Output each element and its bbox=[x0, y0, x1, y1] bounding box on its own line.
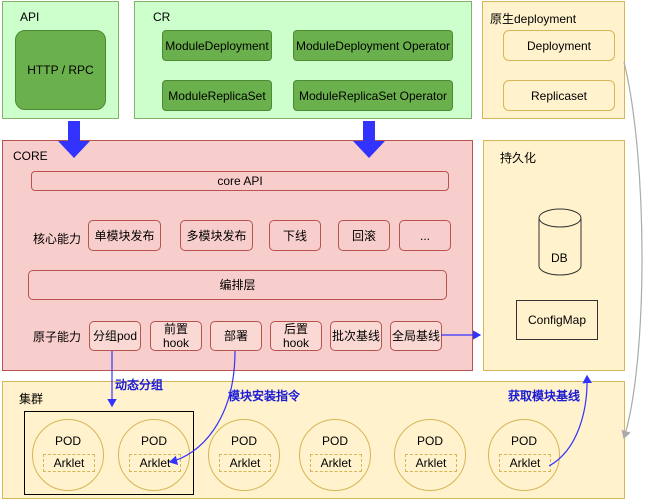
pod-label: POD bbox=[510, 434, 537, 448]
atomic-item-batch-baseline: 批次基线 bbox=[330, 321, 382, 351]
cr-box-moduledeployment: ModuleDeployment bbox=[162, 30, 272, 61]
configmap-label: ConfigMap bbox=[527, 313, 587, 327]
arklet-2: Arklet bbox=[129, 454, 181, 472]
db-label: DB bbox=[551, 251, 568, 265]
arklet-1: Arklet bbox=[43, 454, 95, 472]
persistence-panel: 持久化 DB ConfigMap bbox=[483, 140, 625, 371]
core-item-offline: 下线 bbox=[269, 220, 321, 251]
arklet-4: Arklet bbox=[310, 454, 362, 472]
atomic-item-deploy: 部署 bbox=[210, 321, 262, 351]
arklet-6: Arklet bbox=[499, 454, 551, 472]
core-title: CORE bbox=[13, 149, 48, 163]
core-capability-label: 核心能力 bbox=[33, 232, 82, 246]
cr-box-modulereplicaset: ModuleReplicaSet bbox=[162, 80, 272, 111]
orchestration-layer: 编排层 bbox=[28, 270, 447, 300]
native-to-cluster-arrow bbox=[621, 61, 643, 440]
pod-3: POD Arklet bbox=[208, 419, 280, 491]
pod-4: POD Arklet bbox=[299, 419, 371, 491]
native-deployment-title: 原生deployment bbox=[490, 12, 577, 26]
core-panel: CORE core API 核心能力 单模块发布 多模块发布 下线 回滚 ...… bbox=[2, 140, 473, 371]
cr-box-modulereplicaset-operator: ModuleReplicaSet Operator bbox=[293, 80, 453, 111]
core-item-rollback: 回滚 bbox=[338, 220, 390, 251]
deployment-box: Deployment bbox=[503, 30, 615, 61]
dynamic-group-annotation: 动态分组 bbox=[115, 378, 164, 392]
pod-1: POD Arklet bbox=[32, 419, 104, 491]
atomic-item-global-baseline: 全局基线 bbox=[390, 321, 442, 351]
pod-2: POD Arklet bbox=[118, 419, 190, 491]
pod-label: POD bbox=[416, 434, 443, 448]
replicaset-box: Replicaset bbox=[503, 80, 615, 111]
pod-label: POD bbox=[230, 434, 257, 448]
api-title: API bbox=[20, 10, 40, 24]
pod-label: POD bbox=[54, 434, 81, 448]
install-cmd-annotation: 模块安装指令 bbox=[228, 389, 301, 403]
arklet-5: Arklet bbox=[405, 454, 457, 472]
atomic-item-pre-hook: 前置 hook bbox=[150, 321, 202, 351]
cr-panel: CR ModuleDeployment ModuleDeployment Ope… bbox=[134, 1, 472, 119]
pod-5: POD Arklet bbox=[394, 419, 466, 491]
api-panel: API HTTP / RPC bbox=[2, 1, 119, 119]
pod-label: POD bbox=[140, 434, 167, 448]
arklet-3: Arklet bbox=[219, 454, 271, 472]
cr-box-moduledeployment-operator: ModuleDeployment Operator bbox=[293, 30, 453, 61]
http-rpc-box: HTTP / RPC bbox=[15, 30, 106, 110]
db-cylinder bbox=[538, 208, 582, 276]
pod-label: POD bbox=[321, 434, 348, 448]
cluster-panel: 集群 POD Arklet POD Arklet POD Arklet POD … bbox=[2, 381, 625, 499]
native-deployment-panel: 原生deployment Deployment Replicaset bbox=[482, 1, 625, 119]
pod-6: POD Arklet bbox=[488, 419, 560, 491]
persistence-title: 持久化 bbox=[500, 151, 537, 165]
fetch-baseline-annotation: 获取模块基线 bbox=[508, 389, 581, 403]
cluster-title: 集群 bbox=[19, 392, 44, 406]
cr-title: CR bbox=[153, 10, 171, 24]
core-item-single-release: 单模块发布 bbox=[88, 220, 161, 251]
atomic-item-group-pod: 分组pod bbox=[89, 321, 141, 351]
atomic-capability-label: 原子能力 bbox=[33, 330, 82, 344]
configmap-box: ConfigMap bbox=[516, 300, 598, 340]
core-item-multi-release: 多模块发布 bbox=[180, 220, 253, 251]
atomic-item-post-hook: 后置 hook bbox=[270, 321, 322, 351]
core-item-more: ... bbox=[399, 220, 451, 251]
core-api-bar: core API bbox=[31, 171, 449, 191]
